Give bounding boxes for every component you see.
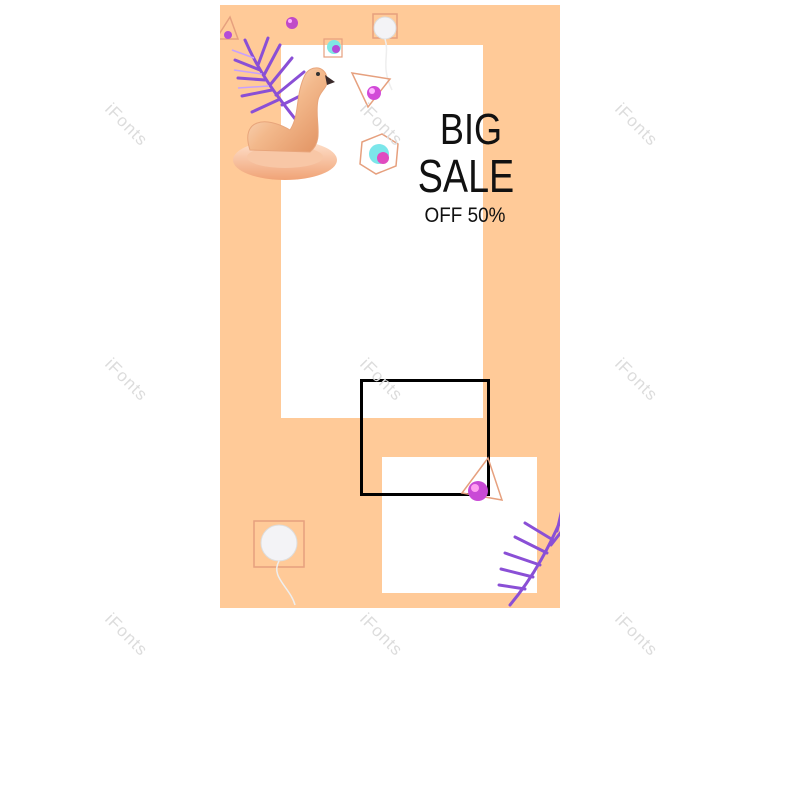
triangle-frame-icon bbox=[460, 456, 504, 501]
orb-icon bbox=[286, 17, 298, 29]
headline-sale: SALE bbox=[417, 150, 515, 202]
headline-big: BIG bbox=[439, 105, 503, 154]
triangle-frame-icon bbox=[220, 15, 240, 40]
balloon-icon bbox=[253, 520, 305, 606]
watermark: iFonts bbox=[611, 99, 662, 150]
watermark: iFonts bbox=[356, 609, 407, 660]
balloon-icon bbox=[372, 13, 398, 91]
sale-poster: BIG SALE OFF 50% bbox=[220, 5, 560, 608]
glass-cube-icon bbox=[323, 38, 343, 58]
watermark: iFonts bbox=[101, 99, 152, 150]
watermark: iFonts bbox=[611, 609, 662, 660]
watermark: iFonts bbox=[101, 609, 152, 660]
flamingo-float-icon bbox=[233, 67, 337, 180]
offer-text: OFF 50% bbox=[424, 204, 506, 227]
palm-leaf-icon bbox=[231, 36, 314, 127]
black-square-frame bbox=[360, 379, 490, 496]
palm-leaf-icon bbox=[497, 511, 560, 607]
triangle-frame-icon bbox=[350, 72, 392, 109]
watermark: iFonts bbox=[611, 354, 662, 405]
glass-cube-icon bbox=[359, 133, 399, 175]
watermark: iFonts bbox=[101, 354, 152, 405]
